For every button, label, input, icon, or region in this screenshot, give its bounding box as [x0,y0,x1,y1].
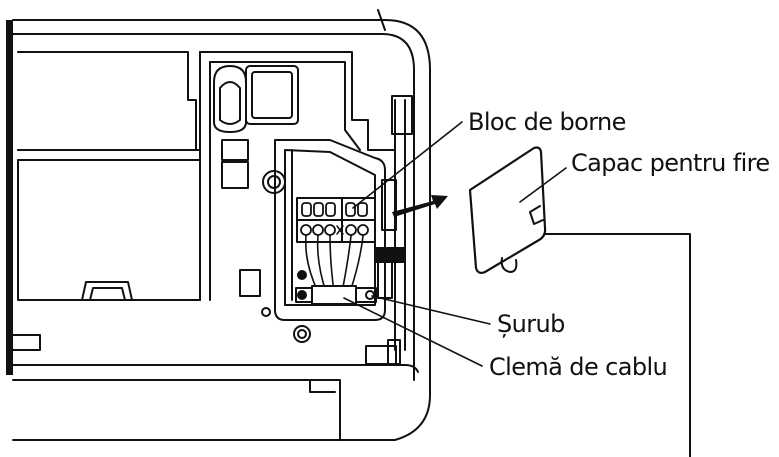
terminal-screws-top [301,202,368,217]
compartment-screw [297,270,307,280]
leader-cable-clamp [343,297,483,367]
cable-wires [304,235,364,293]
wire-cover [468,146,547,274]
leader-wire-cover [519,167,567,203]
small-socket [239,269,261,297]
terminal-x-mark [336,225,344,235]
screw-hole-large-inner [297,329,307,339]
screw-hole-small [261,307,271,317]
label-screw: Șurub [497,310,565,338]
bottom-rail-2 [309,379,336,393]
unit-housing-inner [12,33,415,381]
removal-arrow [392,195,448,217]
housing-top-slant [377,9,386,31]
left-lower-panel [17,159,201,301]
label-cable-clamp: Clemă de cablu [489,353,668,381]
motor-cap [213,65,247,133]
left-edge-bar [6,20,13,375]
left-latch-inner [89,287,126,301]
bottom-right-clip-inner [387,339,401,365]
bottom-right-clip [365,345,397,365]
bottom-base [12,364,419,373]
leader-terminal-block [352,121,463,209]
central-frame-inner [209,61,361,151]
left-latch [81,281,133,301]
terminal-screws-bottom [300,224,369,236]
unit-housing-outline [12,19,431,441]
bottom-rail [12,379,341,441]
left-upper-panel [17,51,197,151]
right-tab [391,95,413,135]
right-connector [375,247,405,263]
cable-clamp-plate [311,285,357,305]
clamp-screw-right [365,290,375,300]
label-wire-cover: Capac pentru fire [571,149,770,177]
wire-cover-notch [529,205,544,225]
small-box-lower [221,161,249,189]
small-box-upper [221,139,249,161]
motor-cap-inner [219,81,241,125]
right-connector-lower [377,261,393,299]
reference-line [544,233,691,457]
clamp-screw-left [297,290,307,300]
screw-hole-large [293,325,311,343]
motor-block-inner [251,71,293,119]
motor-block [245,65,299,125]
leader-screw [371,295,491,325]
label-terminal-block: Bloc de borne [468,108,626,136]
bottom-left-clip [12,334,41,351]
wire-cover-tab [500,257,518,273]
